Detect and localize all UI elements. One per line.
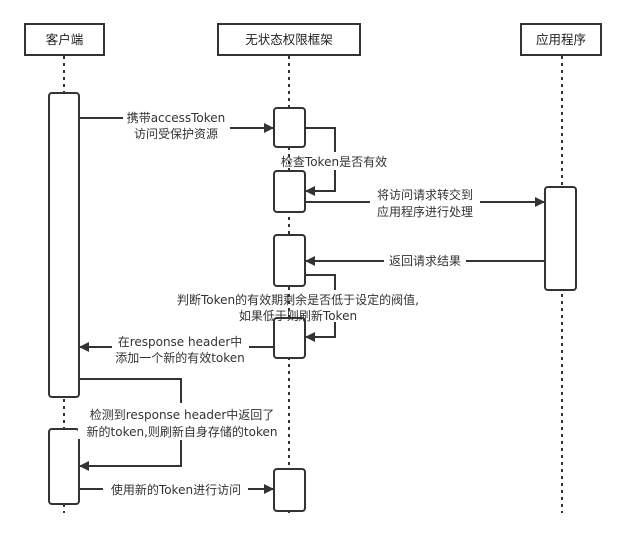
message-5-label-line1: 判断Token的有效期剩余是否低于设定的阀值,: [177, 292, 419, 307]
message-8-label: 使用新的Token进行访问: [111, 482, 241, 497]
message-2-arrow: [305, 170, 336, 196]
message-5-line: [305, 274, 336, 290]
participant-app-label: 应用程序: [536, 32, 586, 47]
message-7-label-line2: 新的token,则刷新自身存储的token: [87, 424, 278, 439]
message-2-label: 检查Token是否有效: [281, 154, 387, 169]
message-3-label-line1: 将访问请求转交到: [377, 187, 473, 202]
framework-activation-1: [273, 107, 306, 148]
message-7-arrow: [79, 440, 182, 471]
participant-framework[interactable]: 无状态权限框架: [217, 23, 361, 56]
message-2-line: [305, 127, 336, 152]
message-4-label: 返回请求结果: [389, 254, 461, 268]
participant-client-label: 客户端: [46, 32, 84, 47]
framework-activation-2: [273, 170, 306, 213]
framework-activation-5: [273, 468, 306, 512]
message-7-label-line1: 检测到response header中返回了: [90, 407, 275, 422]
message-5-arrow: [305, 322, 336, 342]
app-activation: [544, 186, 577, 291]
message-7-line: [79, 378, 182, 403]
message-1-label-line2: 访问受保护资源: [134, 127, 218, 141]
message-1-label-line1: 携带accessToken: [127, 110, 226, 125]
participant-app[interactable]: 应用程序: [520, 23, 602, 56]
client-activation-1: [48, 92, 80, 398]
client-activation-2: [48, 428, 80, 505]
message-6-label-line1: 在response header中: [118, 334, 243, 349]
framework-activation-4: [273, 317, 306, 359]
message-3-label-line2: 应用程序进行处理: [377, 204, 473, 219]
message-5-label-line2: 如果低于则刷新Token: [239, 308, 357, 323]
message-6-label-line2: 添加一个新的有效token: [115, 350, 245, 365]
participant-client[interactable]: 客户端: [24, 23, 105, 56]
participant-framework-label: 无状态权限框架: [245, 32, 333, 47]
framework-activation-3: [273, 234, 306, 287]
